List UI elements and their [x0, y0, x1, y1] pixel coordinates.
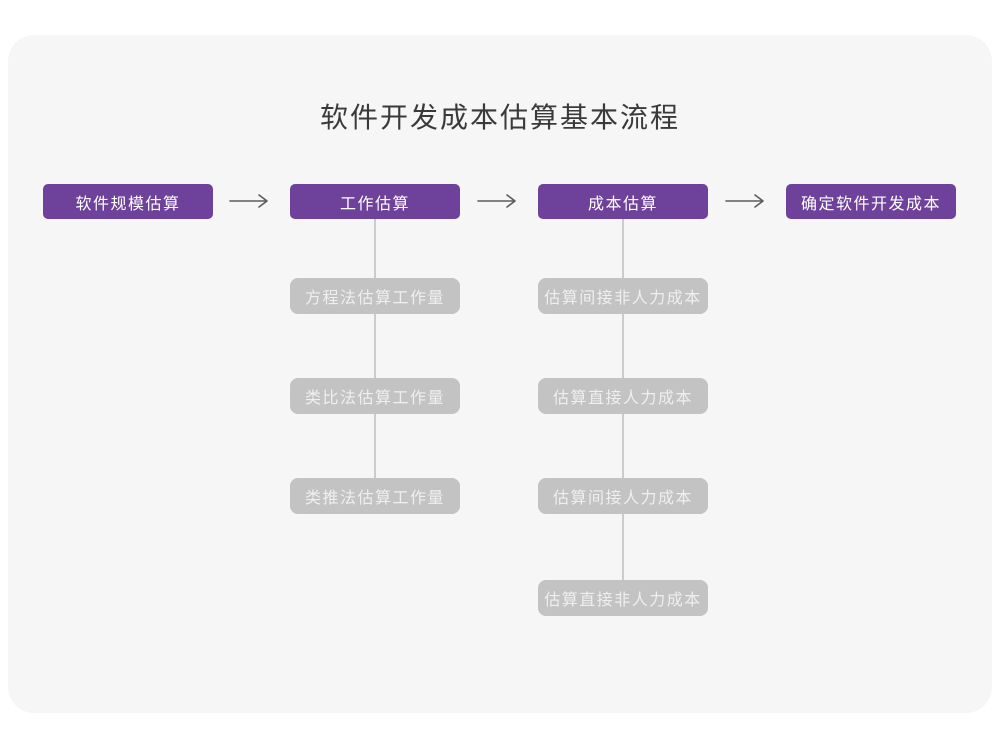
flow-node-software-scale-estimation: 软件规模估算 — [43, 184, 213, 219]
diagram-card — [8, 35, 992, 713]
connector-line-work — [374, 218, 376, 480]
right-arrow-icon — [725, 194, 764, 208]
substep-indirect-labor-cost: 估算间接人力成本 — [538, 478, 708, 514]
flow-node-determine-cost: 确定软件开发成本 — [786, 184, 956, 219]
flow-node-cost-estimation: 成本估算 — [538, 184, 708, 219]
right-arrow-icon — [477, 194, 516, 208]
flow-node-work-estimation: 工作估算 — [290, 184, 460, 219]
diagram-title: 软件开发成本估算基本流程 — [319, 102, 680, 133]
right-arrow-icon — [229, 194, 268, 208]
substep-extrapolation-method: 类推法估算工作量 — [290, 478, 460, 514]
substep-indirect-nonlabor-cost: 估算间接非人力成本 — [538, 278, 708, 314]
substep-analogy-method: 类比法估算工作量 — [290, 378, 460, 414]
substep-direct-nonlabor-cost: 估算直接非人力成本 — [538, 580, 708, 616]
substep-direct-labor-cost: 估算直接人力成本 — [538, 378, 708, 414]
substep-equation-method: 方程法估算工作量 — [290, 278, 460, 314]
